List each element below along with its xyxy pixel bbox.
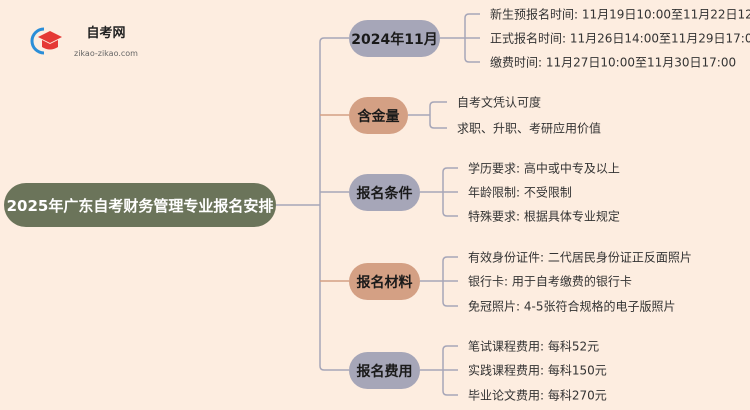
branch-node-conditions: 报名条件 xyxy=(349,174,420,211)
logo: 自考网 zikao-zikao.com xyxy=(30,22,138,60)
leaf-item: 实践课程费用: 每科150元 xyxy=(468,363,607,378)
leaf-item: 学历要求: 高中或中专及以上 xyxy=(468,161,620,176)
leaf-item: 缴费时间: 11月27日10:00至11月30日17:00 xyxy=(490,55,737,70)
leaf-item: 银行卡: 用于自考缴费的银行卡 xyxy=(468,274,632,289)
leaf-item: 毕业论文费用: 每科270元 xyxy=(468,388,607,403)
logo-domain: zikao-zikao.com xyxy=(74,49,138,58)
branch-node-date: 2024年11月 xyxy=(349,20,440,57)
leaf-item: 求职、升职、考研应用价值 xyxy=(457,121,602,136)
leaf-item: 免冠照片: 4-5张符合规格的电子版照片 xyxy=(468,299,676,314)
leaf-item: 年龄限制: 不受限制 xyxy=(468,185,572,200)
leaf-item: 正式报名时间: 11月26日14:00至11月29日17:00 xyxy=(490,31,750,46)
leaf-item: 笔试课程费用: 每科52元 xyxy=(468,339,600,354)
leaf-item: 新生预报名时间: 11月19日10:00至11月22日12:00 xyxy=(490,7,750,22)
root-node: 2025年广东自考财务管理专业报名安排 xyxy=(4,183,276,227)
branch-node-value: 含金量 xyxy=(349,97,408,134)
leaf-item: 有效身份证件: 二代居民身份证正反面照片 xyxy=(468,250,692,265)
leaf-item: 自考文凭认可度 xyxy=(457,95,542,110)
leaf-item: 特殊要求: 根据具体专业规定 xyxy=(468,209,620,224)
graduation-cap-icon xyxy=(30,27,62,55)
logo-name: 自考网 xyxy=(86,26,126,41)
branch-node-materials: 报名材料 xyxy=(349,263,420,300)
branch-node-fees: 报名费用 xyxy=(349,352,420,389)
